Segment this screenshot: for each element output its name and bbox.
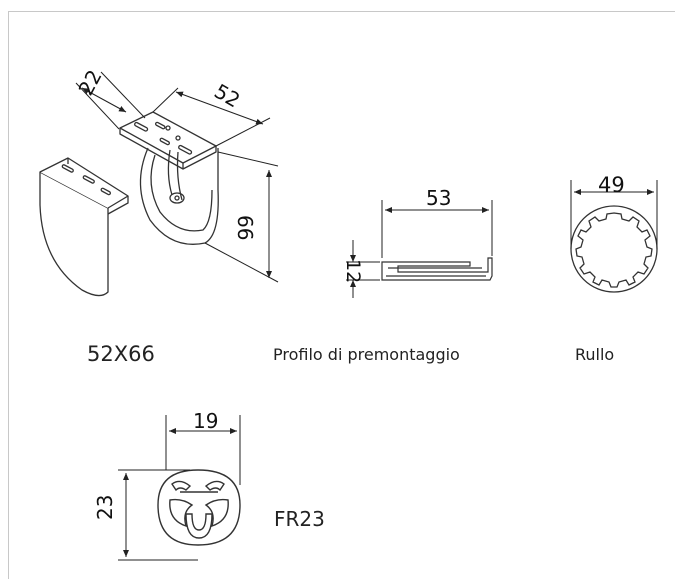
fr23-dimensions — [118, 415, 241, 561]
profile-drawing — [381, 257, 493, 281]
bracket-drawing — [39, 111, 219, 297]
roller-dimensions — [570, 180, 658, 249]
caption-profile: Profilo di premontaggio — [273, 345, 460, 364]
dim-profile-height: 12 — [342, 259, 364, 283]
dim-fr23-width: 19 — [193, 409, 218, 433]
dim-roller-diameter: 49 — [598, 173, 625, 197]
dim-bracket-height: 66 — [233, 215, 257, 240]
dim-bracket-depth: 22 — [73, 66, 106, 100]
dim-profile-width: 53 — [426, 186, 451, 210]
dim-fr23-height: 23 — [93, 495, 117, 520]
roller-drawing — [570, 205, 658, 293]
frame-border-top — [8, 11, 675, 12]
frame-border-left — [8, 11, 9, 579]
dim-bracket-width: 52 — [210, 79, 244, 113]
caption-fr23: FR23 — [274, 507, 325, 531]
profile-dimensions — [346, 200, 493, 298]
fr23-drawing — [157, 469, 241, 546]
caption-roller: Rullo — [575, 345, 615, 364]
caption-bracket: 52X66 — [87, 342, 155, 366]
bracket-dimensions — [75, 71, 279, 283]
